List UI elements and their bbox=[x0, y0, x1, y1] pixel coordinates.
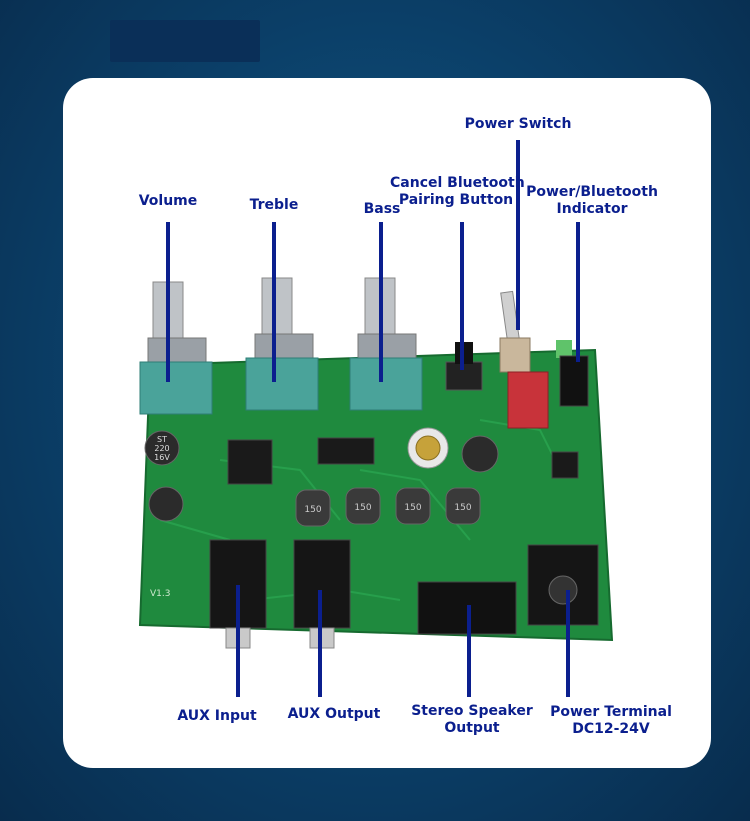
power-switch-pointer-line bbox=[516, 140, 520, 330]
label-line: Indicator bbox=[556, 201, 628, 217]
label-volume: Volume bbox=[138, 193, 198, 209]
main-chip bbox=[227, 439, 273, 485]
bass-pointer-line bbox=[379, 222, 383, 382]
label-bass: Bass bbox=[363, 201, 401, 217]
label-power-switch: Power Switch bbox=[464, 116, 572, 132]
capacitor-large bbox=[407, 427, 449, 469]
treble-knob bbox=[245, 277, 319, 411]
capacitor-left-bottom bbox=[148, 486, 184, 522]
power-terminal-pointer-line bbox=[566, 590, 570, 697]
aux-output-jack bbox=[293, 539, 351, 649]
inductor: 150 bbox=[295, 489, 331, 527]
header-bar bbox=[110, 20, 260, 62]
label-line: Output bbox=[444, 720, 500, 736]
aux-output-pointer-line bbox=[318, 590, 322, 697]
regulator-chip bbox=[551, 451, 579, 479]
label-power-terminal: Power Terminal DC12-24V bbox=[549, 704, 673, 738]
label-line: DC12-24V bbox=[572, 721, 650, 737]
inductor: 150 bbox=[345, 487, 381, 525]
power-bluetooth-indicator-led bbox=[556, 340, 589, 407]
inductor-marking: 150 bbox=[404, 503, 421, 513]
pairing-button-pointer-line bbox=[460, 222, 464, 370]
treble-pointer-line bbox=[272, 222, 276, 382]
amp-chip bbox=[317, 437, 375, 465]
pairing-button bbox=[445, 342, 483, 391]
capacitor-marking: 220 bbox=[154, 444, 169, 453]
bass-knob bbox=[349, 277, 423, 411]
speaker-output-pointer-line bbox=[467, 605, 471, 697]
label-line: Power Terminal bbox=[550, 704, 672, 720]
power-toggle-switch bbox=[499, 290, 549, 429]
label-line: Power/Bluetooth bbox=[526, 184, 658, 200]
label-cancel-bluetooth-pairing-button: Cancel Bluetooth Pairing Button bbox=[390, 175, 525, 209]
volume-pointer-line bbox=[166, 222, 170, 382]
label-line: Pairing Button bbox=[398, 192, 514, 208]
capacitor-left-top: ST 220 16V bbox=[144, 430, 180, 466]
dc-power-jack bbox=[527, 544, 599, 626]
label-aux-input: AUX Input bbox=[177, 708, 257, 724]
capacitor-right bbox=[461, 435, 499, 473]
inductor-marking: 150 bbox=[454, 503, 471, 513]
board-version-marking: V1.3 bbox=[150, 589, 170, 599]
label-stereo-speaker-output: Stereo Speaker Output bbox=[410, 703, 534, 737]
indicator-pointer-line bbox=[576, 222, 580, 362]
inductor: 150 bbox=[445, 487, 481, 525]
label-power-bluetooth-indicator: Power/Bluetooth Indicator bbox=[524, 184, 660, 218]
capacitor-marking: 16V bbox=[154, 453, 170, 462]
aux-input-pointer-line bbox=[236, 585, 240, 697]
inductor: 150 bbox=[395, 487, 431, 525]
label-line: Stereo Speaker bbox=[411, 703, 533, 719]
label-aux-output: AUX Output bbox=[287, 706, 381, 722]
capacitor-marking: ST bbox=[157, 435, 167, 444]
inductor-marking: 150 bbox=[354, 503, 371, 513]
inductor-marking: 150 bbox=[304, 505, 321, 515]
label-line: Cancel Bluetooth bbox=[390, 175, 525, 191]
volume-knob bbox=[139, 281, 213, 415]
label-treble: Treble bbox=[249, 197, 299, 213]
